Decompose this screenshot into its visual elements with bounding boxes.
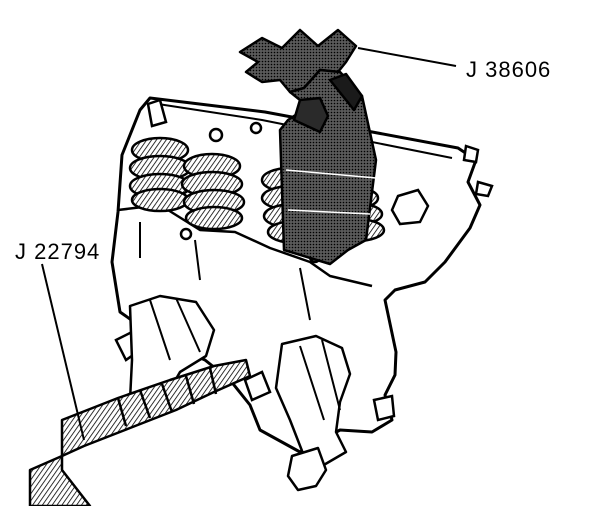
valve-spring-2 <box>180 152 246 231</box>
spring-compressor-tool <box>238 28 378 266</box>
air-adapter-fitting-right <box>274 334 352 492</box>
leader-j22794 <box>41 263 85 441</box>
leader-lines <box>41 47 457 441</box>
valve-spring-1 <box>128 136 192 213</box>
callout-j38606: J 38606 <box>466 57 552 82</box>
air-adapter-fitting-left <box>128 294 216 416</box>
callout-j22794: J 22794 <box>15 239 101 264</box>
leader-j38606 <box>357 47 457 67</box>
